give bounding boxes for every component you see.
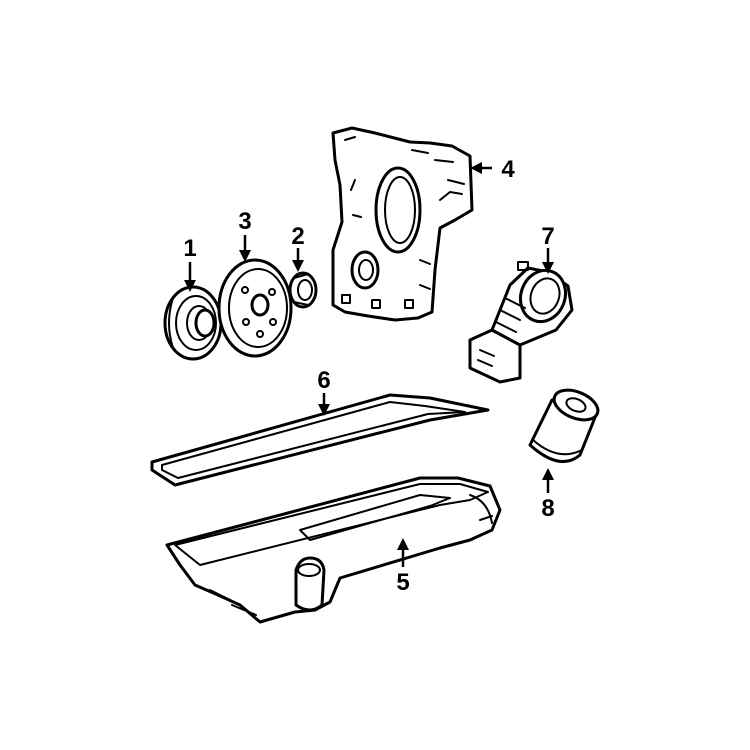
callout-5: 5 (396, 569, 409, 596)
part-4-timing-cover (331, 126, 474, 322)
callout-8: 8 (541, 495, 554, 522)
callout-2: 2 (291, 223, 304, 250)
part-1-crankshaft-pulley (163, 285, 223, 361)
part-3-balancer-pulley (217, 258, 293, 358)
part-7-oil-filter-housing (468, 261, 574, 384)
part-8-oil-filter (528, 388, 600, 464)
leader-lines (184, 162, 554, 567)
part-2-front-seal (288, 271, 318, 309)
callout-1: 1 (183, 235, 196, 262)
callout-7: 7 (541, 223, 554, 250)
callout-3: 3 (238, 208, 251, 235)
part-6-oil-pan-gasket (150, 393, 490, 487)
part-5-oil-pan (165, 476, 502, 624)
callout-4: 4 (501, 156, 515, 183)
callout-6: 6 (317, 367, 330, 394)
